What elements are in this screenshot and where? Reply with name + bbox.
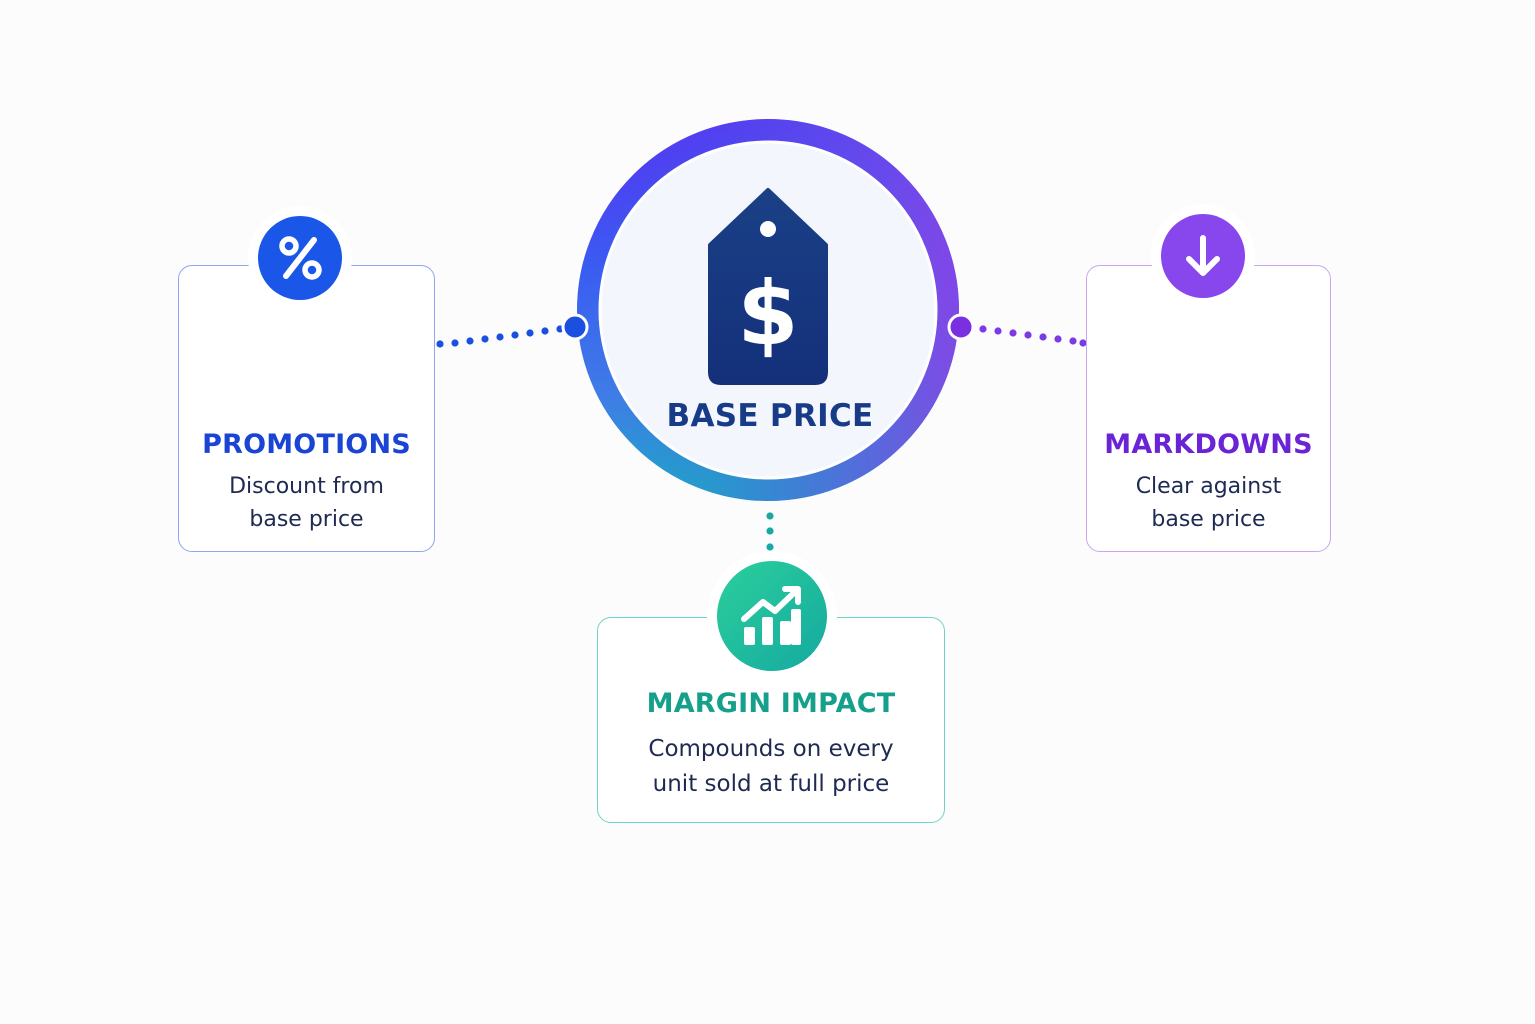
- margin-desc-line2: unit sold at full price: [652, 771, 890, 797]
- svg-text:$: $: [737, 262, 798, 365]
- markdowns-card: MARKDOWNS Clear against base price: [1086, 265, 1331, 552]
- price-tag-dollar-icon: $: [708, 188, 828, 385]
- markdowns-desc-line2: base price: [1151, 507, 1266, 532]
- promotions-description: Discount from base price: [179, 470, 434, 536]
- base-price-title: BASE PRICE: [666, 398, 874, 434]
- percent-icon: [279, 236, 322, 280]
- down-arrow-icon: [1186, 235, 1220, 276]
- promotions-desc-line2: base price: [249, 507, 364, 532]
- connector-markdowns: [979, 325, 1087, 347]
- connector-promotions: [436, 325, 564, 348]
- down-arrow-badge: [1161, 214, 1245, 298]
- connector-margin: [766, 512, 774, 551]
- margin-impact-title: MARGIN IMPACT: [646, 688, 896, 719]
- promotions-card: PROMOTIONS Discount from base price: [178, 265, 435, 552]
- growth-chart-icon: [741, 586, 801, 645]
- margin-desc-line1: Compounds on every: [648, 736, 894, 762]
- anchor-dot-right: [947, 313, 975, 341]
- markdowns-description: Clear against base price: [1087, 470, 1330, 536]
- markdowns-desc-line1: Clear against: [1135, 474, 1282, 499]
- anchor-dot-left: [561, 313, 589, 341]
- promotions-title: PROMOTIONS: [202, 429, 411, 460]
- percent-badge: [258, 216, 342, 300]
- promotions-desc-line1: Discount from: [229, 474, 384, 499]
- margin-impact-description: Compounds on every unit sold at full pri…: [598, 732, 944, 802]
- markdowns-title: MARKDOWNS: [1104, 429, 1313, 460]
- growth-chart-badge: [717, 561, 827, 671]
